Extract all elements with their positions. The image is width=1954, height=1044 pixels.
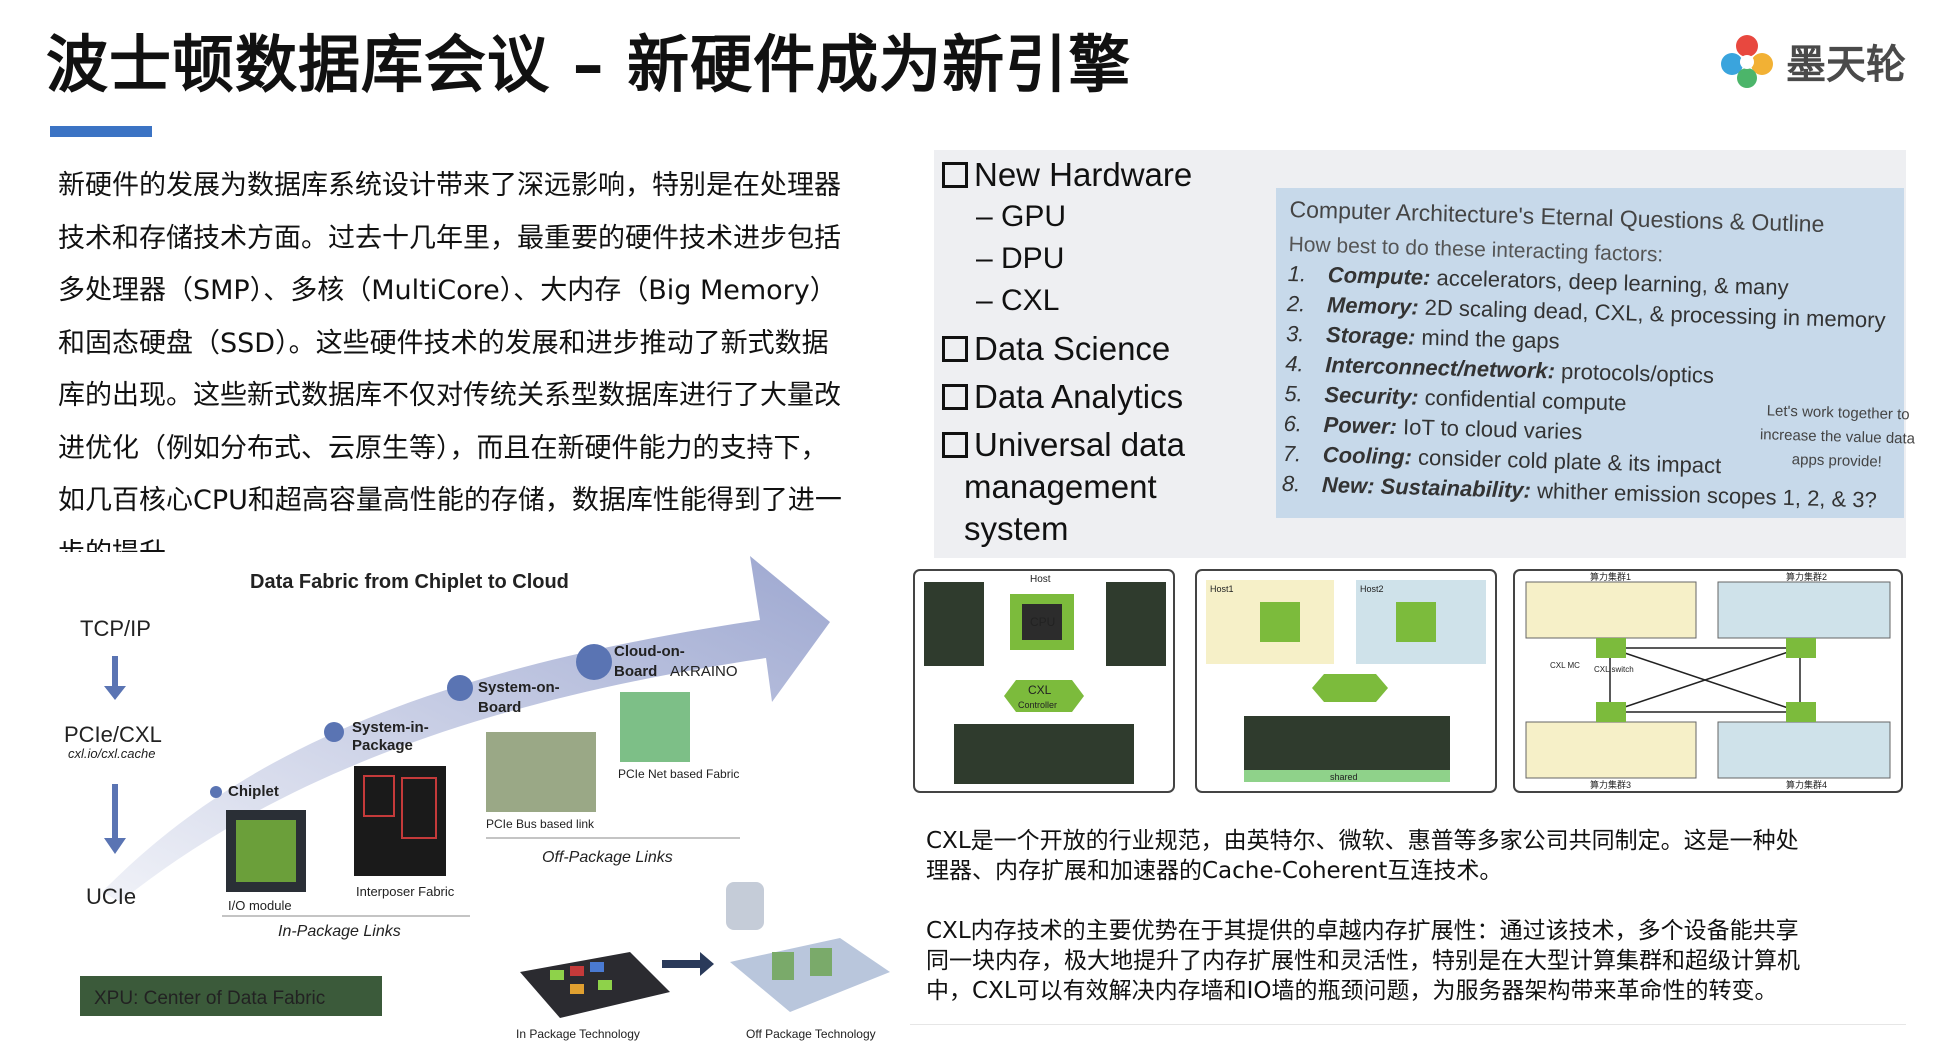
intro-line: 如几百核心CPU和超高容量高性能的存储，数据库性能得到了进一 bbox=[58, 485, 842, 516]
cob-label-2: Board bbox=[614, 663, 657, 680]
sob-dot bbox=[447, 675, 473, 701]
chiplet-label: Chiplet bbox=[228, 783, 279, 800]
pcie-sub-label: cxl.io/cxl.cache bbox=[68, 746, 155, 761]
architecture-title: Computer Architecture's Eternal Question… bbox=[1289, 196, 1825, 237]
page-title: 波士顿数据库会议 – 新硬件成为新引擎 bbox=[46, 28, 1132, 101]
sip-label-1: System-in- bbox=[352, 719, 429, 736]
architecture-slide: Computer Architecture's Eternal Question… bbox=[1276, 188, 1916, 518]
architecture-content: Computer Architecture's Eternal Question… bbox=[1282, 196, 1916, 516]
sob-label-2: Board bbox=[478, 699, 521, 716]
data-fabric-figure: Data Fabric from Chiplet to Cloud TCP/IP… bbox=[50, 552, 908, 1044]
in-tech-label: In Package Technology bbox=[516, 1027, 640, 1041]
interposer-label: Interposer Fabric bbox=[356, 884, 455, 899]
cob-label-1: Cloud-on- bbox=[614, 643, 685, 660]
cxl-paragraph-1: CXL是一个开放的行业规范，由英特尔、微软、惠普等多家公司共同制定。这是一种处 … bbox=[926, 826, 1886, 886]
cxl-switch-label: CXL switch bbox=[1594, 665, 1634, 674]
cxl-line: 理器、内存扩展和加速器的Cache-Coherent互连技术。 bbox=[926, 858, 1503, 884]
topic-subitem: – GPU bbox=[976, 200, 1067, 233]
off-tech-label: Off Package Technology bbox=[746, 1027, 876, 1041]
in-package-label: In-Package Links bbox=[278, 923, 401, 940]
intro-line: 技术和存储技术方面。过去十几年里，最重要的硬件技术进步包括 bbox=[58, 222, 841, 254]
checkbox-icon bbox=[942, 384, 968, 410]
topic-item: Universal data bbox=[942, 424, 1192, 466]
cluster2-label: 算力集群2 bbox=[1786, 571, 1827, 582]
down-arrow-icon bbox=[104, 656, 126, 700]
ucie-label: UCIe bbox=[86, 884, 136, 909]
cxl-line: CXL内存技术的主要优势在于其提供的卓越内存扩展性：通过该技术，多个设备能共享 bbox=[926, 918, 1799, 944]
sip-dot bbox=[324, 722, 344, 742]
chiplet-dot bbox=[210, 786, 222, 798]
topics-list: New Hardware – GPU – DPU – CXL Data Scie… bbox=[942, 154, 1192, 550]
akraino-logo: AKRAINO bbox=[670, 663, 738, 680]
xpu-label: XPU: Center of Data Fabric bbox=[94, 988, 325, 1009]
brand-logo[interactable]: 墨天轮 bbox=[1716, 28, 1916, 94]
io-module-label: I/O module bbox=[228, 898, 292, 913]
down-arrow-icon bbox=[104, 784, 126, 854]
off-package-label: Off-Package Links bbox=[542, 849, 673, 866]
cxl-diagrams: CPU Host CXL Controller Host1 Host2 shar… bbox=[913, 569, 1903, 793]
cluster4-label: 算力集群4 bbox=[1786, 779, 1827, 790]
title-underline bbox=[50, 126, 152, 137]
pcie-bus-label: PCIe Bus based link bbox=[486, 817, 595, 831]
right-arrow-icon bbox=[662, 952, 714, 976]
logo-icon bbox=[1721, 35, 1773, 88]
growth-arrow bbox=[102, 556, 830, 902]
intro-line: 新硬件的发展为数据库系统设计带来了深远影响，特别是在处理器 bbox=[58, 170, 841, 201]
in-package-chip-image bbox=[520, 952, 670, 1018]
fiber-cable-image bbox=[726, 882, 764, 930]
controller-label: Controller bbox=[1018, 700, 1057, 710]
sip-label-2: Package bbox=[352, 737, 413, 754]
cxl-label: CXL bbox=[1028, 683, 1052, 697]
pcie-net-label: PCIe Net based Fabric bbox=[618, 767, 739, 781]
pcie-label: PCIe/CXL bbox=[64, 722, 162, 747]
cob-dot bbox=[576, 644, 612, 680]
xpu-box bbox=[80, 976, 382, 1016]
host2-label: Host2 bbox=[1360, 584, 1384, 594]
cluster1-label: 算力集群1 bbox=[1590, 571, 1631, 582]
checkbox-icon bbox=[942, 162, 968, 188]
logo-text: 墨天轮 bbox=[1786, 42, 1906, 88]
architecture-note: Let's work together to increase the valu… bbox=[1759, 402, 1916, 471]
cxl-line: 同一块内存，极大地提升了内存扩展性和灵活性，特别是在大型计算集群和超级计算机 bbox=[926, 948, 1800, 974]
cxl-description: CXL是一个开放的行业规范，由英特尔、微软、惠普等多家公司共同制定。这是一种处 … bbox=[926, 826, 1886, 1036]
topic-item-cont: management bbox=[964, 468, 1157, 505]
host-label: Host bbox=[1030, 574, 1051, 585]
topic-item-cont: system bbox=[964, 510, 1069, 547]
intro-line: 多处理器（SMP）、多核（MultiCore）、大内存（Big Memory） bbox=[58, 275, 837, 306]
intro-line: 和固态硬盘（SSD）。这些硬件技术的发展和进步推动了新式数据 bbox=[58, 327, 829, 359]
cpu-label: CPU bbox=[1030, 615, 1055, 629]
topic-subitem: – CXL bbox=[976, 284, 1060, 317]
pcie-bus-image bbox=[486, 732, 596, 812]
topic-item: Data Science bbox=[942, 328, 1192, 370]
shared-label: shared bbox=[1330, 772, 1358, 782]
topic-item: New Hardware bbox=[942, 154, 1192, 196]
pcie-net-image bbox=[620, 692, 690, 762]
sob-label-1: System-on- bbox=[478, 679, 560, 696]
fabric-title: Data Fabric from Chiplet to Cloud bbox=[250, 571, 569, 593]
off-package-image bbox=[730, 938, 890, 1012]
cxl-line: CXL是一个开放的行业规范，由英特尔、微软、惠普等多家公司共同制定。这是一种处 bbox=[926, 828, 1799, 854]
cxl-paragraph-2: CXL内存技术的主要优势在于其提供的卓越内存扩展性：通过该技术，多个设备能共享 … bbox=[926, 916, 1886, 1006]
divider bbox=[910, 1024, 1906, 1025]
intro-line: 进优化（例如分布式、云原生等），而且在新硬件能力的支持下， bbox=[58, 432, 828, 464]
intro-line: 库的出现。这些新式数据库不仅对传统关系型数据库进行了大量改 bbox=[58, 380, 841, 411]
interposer-image bbox=[354, 766, 446, 876]
cluster3-label: 算力集群3 bbox=[1590, 779, 1631, 790]
topic-subitem: – DPU bbox=[976, 242, 1065, 275]
cxl-cluster-diagram: 算力集群1 算力集群2 算力集群3 算力集群4 CXL MC CXL switc… bbox=[1513, 569, 1903, 793]
checkbox-icon bbox=[942, 336, 968, 362]
cxl-single-host-diagram: CPU Host CXL Controller bbox=[913, 569, 1175, 793]
cxl-multi-host-diagram: Host1 Host2 shared bbox=[1195, 569, 1497, 793]
checkbox-icon bbox=[942, 432, 968, 458]
cxl-line: 中，CXL可以有效解决内存墙和IO墙的瓶颈问题，为服务器架构带来革命性的转变。 bbox=[926, 978, 1778, 1004]
topic-item: Data Analytics bbox=[942, 376, 1192, 418]
cxl-mc-label: CXL MC bbox=[1550, 661, 1580, 670]
intro-paragraph: 新硬件的发展为数据库系统设计带来了深远影响，特别是在处理器 技术和存储技术方面。… bbox=[58, 160, 908, 580]
tcp-label: TCP/IP bbox=[80, 616, 151, 641]
host1-label: Host1 bbox=[1210, 584, 1234, 594]
